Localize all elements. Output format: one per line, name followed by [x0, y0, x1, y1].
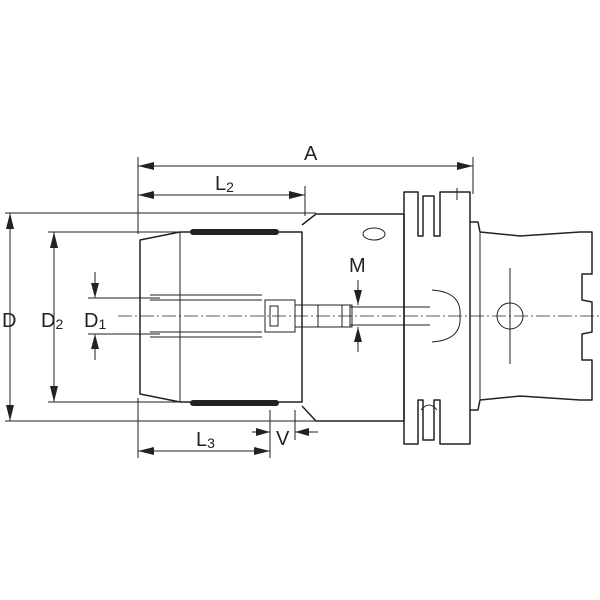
label-l3: L3 [196, 429, 215, 451]
flange [403, 188, 471, 445]
label-l2: L2 [215, 173, 234, 195]
holder-body [301, 213, 430, 422]
dimension-a: A [138, 143, 473, 170]
label-v: V [276, 428, 290, 450]
extension-lines [5, 157, 474, 458]
label-a: A [304, 143, 318, 165]
label-m: M [349, 255, 366, 277]
label-d2: D2 [41, 310, 63, 332]
collet-insert [264, 299, 353, 333]
hsk-shank [470, 221, 593, 411]
label-d1: D1 [84, 310, 106, 332]
dimension-l2: L2 [138, 173, 305, 199]
dimension-l3: L3 [138, 429, 270, 455]
dimension-d2: D2 [41, 232, 63, 402]
dimension-d1: D1 [84, 272, 106, 360]
label-d: D [2, 310, 16, 332]
coolant-hole [362, 227, 386, 241]
dimension-v: V [252, 428, 318, 450]
dimension-m: M [349, 255, 366, 352]
dimension-d: D [2, 213, 16, 421]
drive-hole [496, 302, 524, 330]
